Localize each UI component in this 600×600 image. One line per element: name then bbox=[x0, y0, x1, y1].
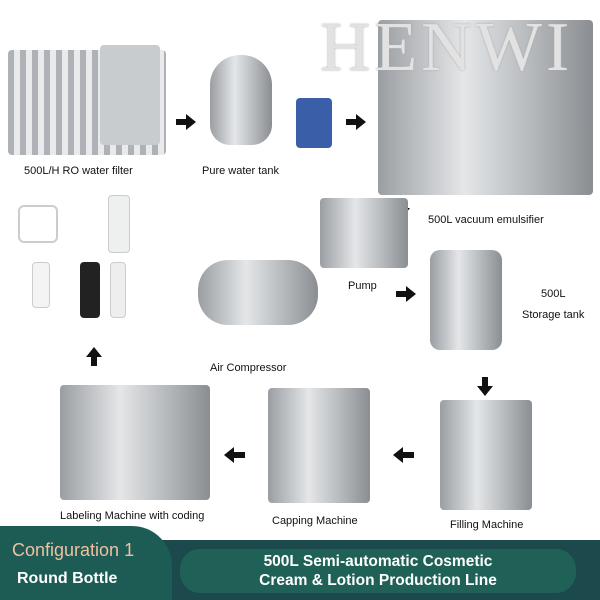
arrow-shaft bbox=[176, 119, 188, 125]
arrow-left-icon bbox=[393, 447, 403, 463]
capping-machine-image bbox=[268, 388, 370, 503]
labeling-machine-image bbox=[60, 385, 210, 500]
arrow-left-icon bbox=[224, 447, 234, 463]
arrow-shaft bbox=[402, 452, 414, 458]
arrow-shaft bbox=[396, 291, 408, 297]
arrow-down-icon bbox=[477, 386, 493, 396]
arrow-right-icon bbox=[186, 114, 196, 130]
filling-machine-image bbox=[440, 400, 532, 510]
filling-label: Filling Machine bbox=[450, 519, 524, 531]
configuration-tab: Configuration 1 Round Bottle bbox=[0, 526, 172, 600]
ro-control-panel-image bbox=[100, 45, 160, 145]
pump-label: Pump bbox=[348, 280, 377, 292]
storage-tank-image bbox=[430, 250, 502, 350]
arrow-shaft bbox=[346, 119, 358, 125]
arrow-right-icon bbox=[356, 114, 366, 130]
pump-bottle-image bbox=[108, 195, 130, 253]
watermark: HENWI bbox=[320, 9, 574, 86]
arrow-up-icon bbox=[86, 347, 102, 357]
bottle-type-label: Round Bottle bbox=[17, 570, 118, 587]
arrow-shaft bbox=[233, 452, 245, 458]
storage-label-a: 500L bbox=[541, 288, 566, 300]
arrow-right-icon bbox=[406, 286, 416, 302]
ro-filter-label: 500L/H RO water filter bbox=[24, 165, 133, 177]
labeling-label: Labeling Machine with coding bbox=[60, 510, 205, 522]
title-line-1: 500L Semi-automatic Cosmetic bbox=[263, 553, 493, 570]
compressor-label: Air Compressor bbox=[210, 362, 287, 374]
filter-unit-image bbox=[296, 98, 332, 148]
pure-water-tank-image bbox=[210, 55, 272, 145]
capping-label: Capping Machine bbox=[272, 515, 358, 527]
arrow-shaft bbox=[91, 356, 97, 366]
dropper-image bbox=[110, 262, 126, 318]
amber-bottle-image bbox=[80, 262, 100, 318]
vacuum-emulsifier-image bbox=[378, 20, 593, 195]
jar-image bbox=[18, 205, 58, 243]
storage-label-b: Storage tank bbox=[522, 309, 585, 321]
emulsifier-label: 500L vacuum emulsifier bbox=[428, 214, 544, 226]
white-bottle-image bbox=[32, 262, 50, 308]
title-line-2: Cream & Lotion Production Line bbox=[259, 572, 497, 589]
pump-image bbox=[320, 198, 408, 268]
pure-water-tank-label: Pure water tank bbox=[202, 165, 280, 177]
production-line-title: 500L Semi-automatic Cosmetic Cream & Lot… bbox=[180, 549, 576, 593]
arrow-shaft bbox=[482, 377, 488, 388]
configuration-label: Configuration 1 bbox=[12, 540, 135, 560]
air-compressor-image bbox=[198, 260, 318, 325]
